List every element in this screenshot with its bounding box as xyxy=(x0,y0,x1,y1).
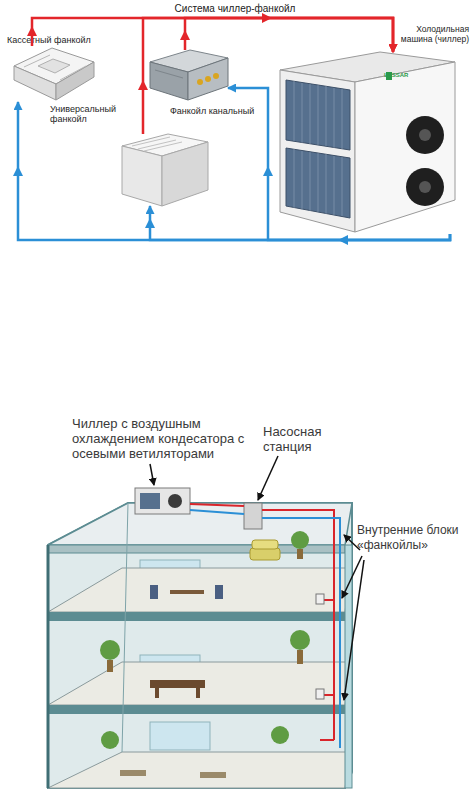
device-node: Универсальный фанкойл xyxy=(120,134,210,206)
device-node: Кассетный фанкойл xyxy=(12,46,96,102)
duct-fancoil-picture xyxy=(150,50,228,100)
diagram-title: Система чиллер-фанкойл xyxy=(0,3,470,14)
building-illustration xyxy=(48,456,364,788)
return-pipe xyxy=(18,102,450,240)
chiller-picture xyxy=(280,52,455,232)
brand-logo: LESSAR xyxy=(384,72,424,79)
flow-arrows xyxy=(13,13,348,245)
supply-pipe xyxy=(185,18,393,52)
device-label: Кассетный фанкойл xyxy=(7,35,111,45)
return-pipe xyxy=(150,206,450,240)
universal-fancoil-picture xyxy=(122,134,208,206)
callout-text: Чиллер с воздушным охлаждением кондесато… xyxy=(72,416,246,461)
callout-text: Насосная станция xyxy=(263,424,343,454)
device-label: Фанкойл канальный xyxy=(170,106,266,116)
device-label: Холодильная машина (чиллер) xyxy=(399,24,469,44)
return-pipe xyxy=(228,88,450,240)
supply-pipe xyxy=(32,18,393,52)
device-node: Фанкойл канальный xyxy=(148,50,228,102)
callout-text: Внутренние блоки «фанкойлы» xyxy=(357,523,470,553)
device-node: Холодильная машина (чиллер) xyxy=(275,52,457,234)
supply-pipe xyxy=(143,18,393,134)
cassette-fancoil-picture xyxy=(14,48,94,100)
device-label: Универсальный фанкойл xyxy=(50,104,120,124)
